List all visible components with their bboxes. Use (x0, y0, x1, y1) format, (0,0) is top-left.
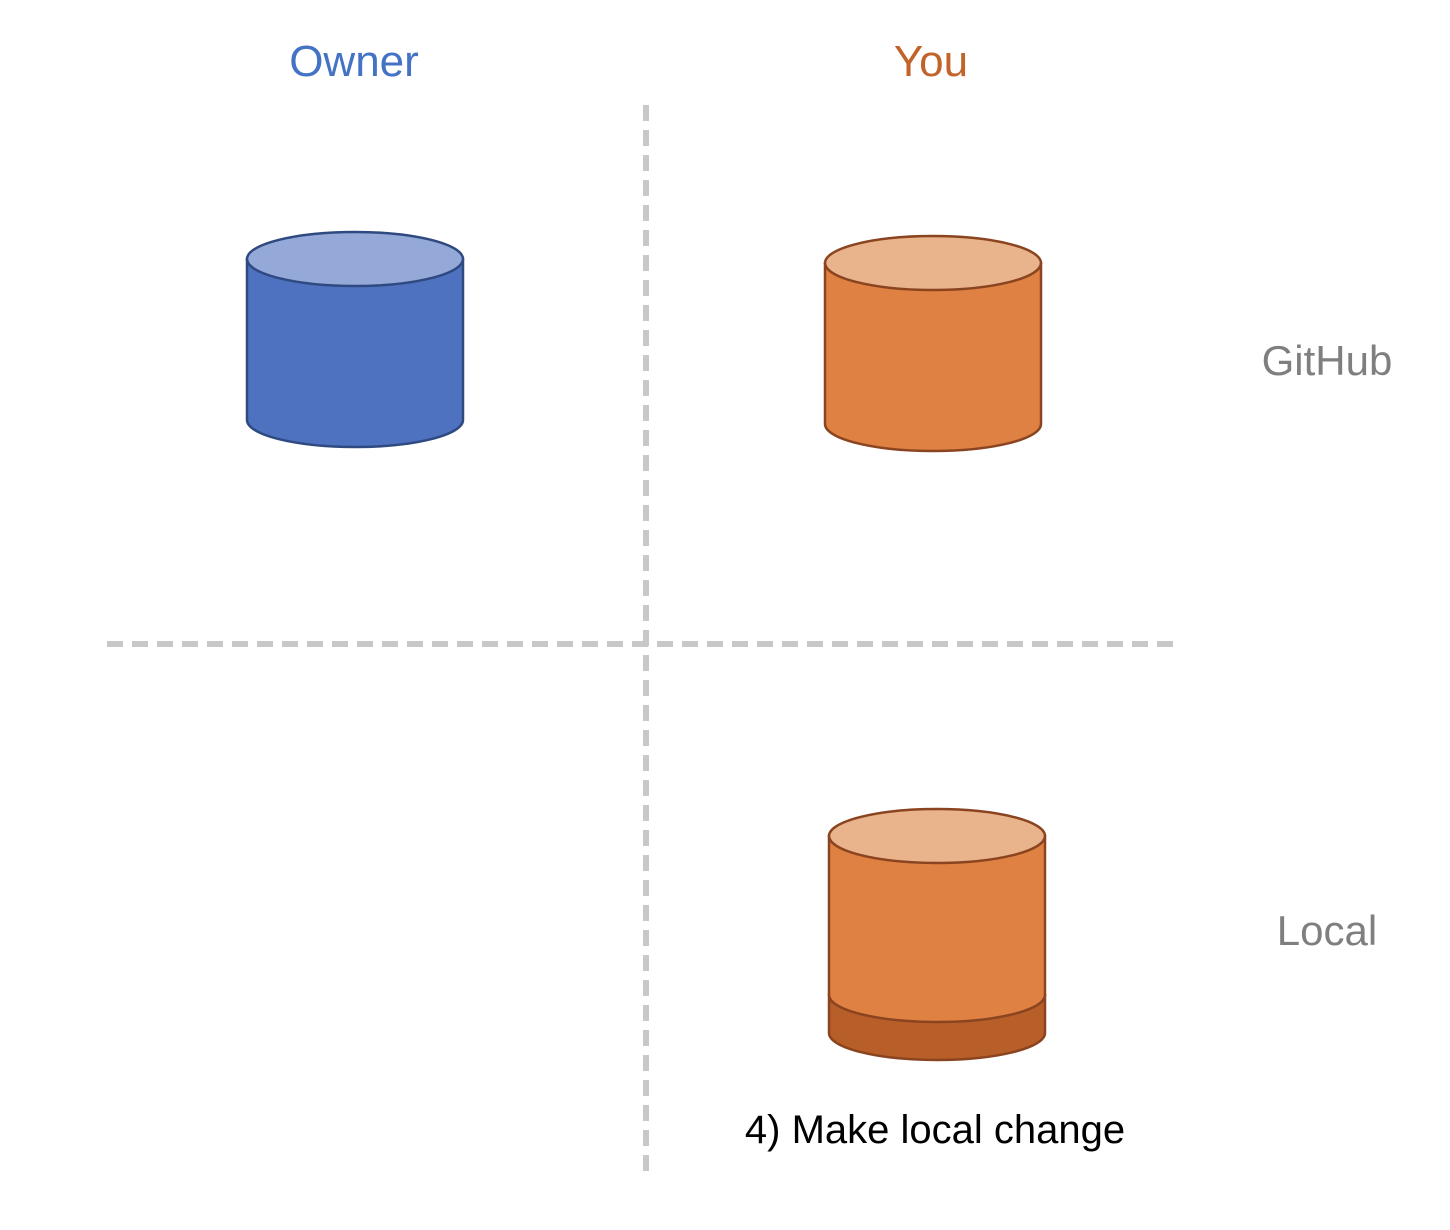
row-label-github: GitHub (1261, 337, 1393, 384)
step-caption: 4) Make local change (744, 1108, 1126, 1152)
you-github-fork-body (823, 261, 1043, 453)
owner-github-repo-top (245, 230, 465, 288)
column-header-you: You (893, 37, 969, 86)
row-label-local: Local (1276, 907, 1378, 954)
you-local-repo-body (827, 834, 1047, 1024)
you-github-fork-top (823, 234, 1043, 292)
owner-github-repo-icon (245, 230, 465, 449)
you-local-repo-icon (827, 807, 1047, 1062)
you-local-repo-top (827, 807, 1047, 865)
owner-github-repo-body (245, 257, 465, 449)
column-header-owner: Owner (289, 37, 419, 86)
you-github-fork-icon (823, 234, 1043, 453)
